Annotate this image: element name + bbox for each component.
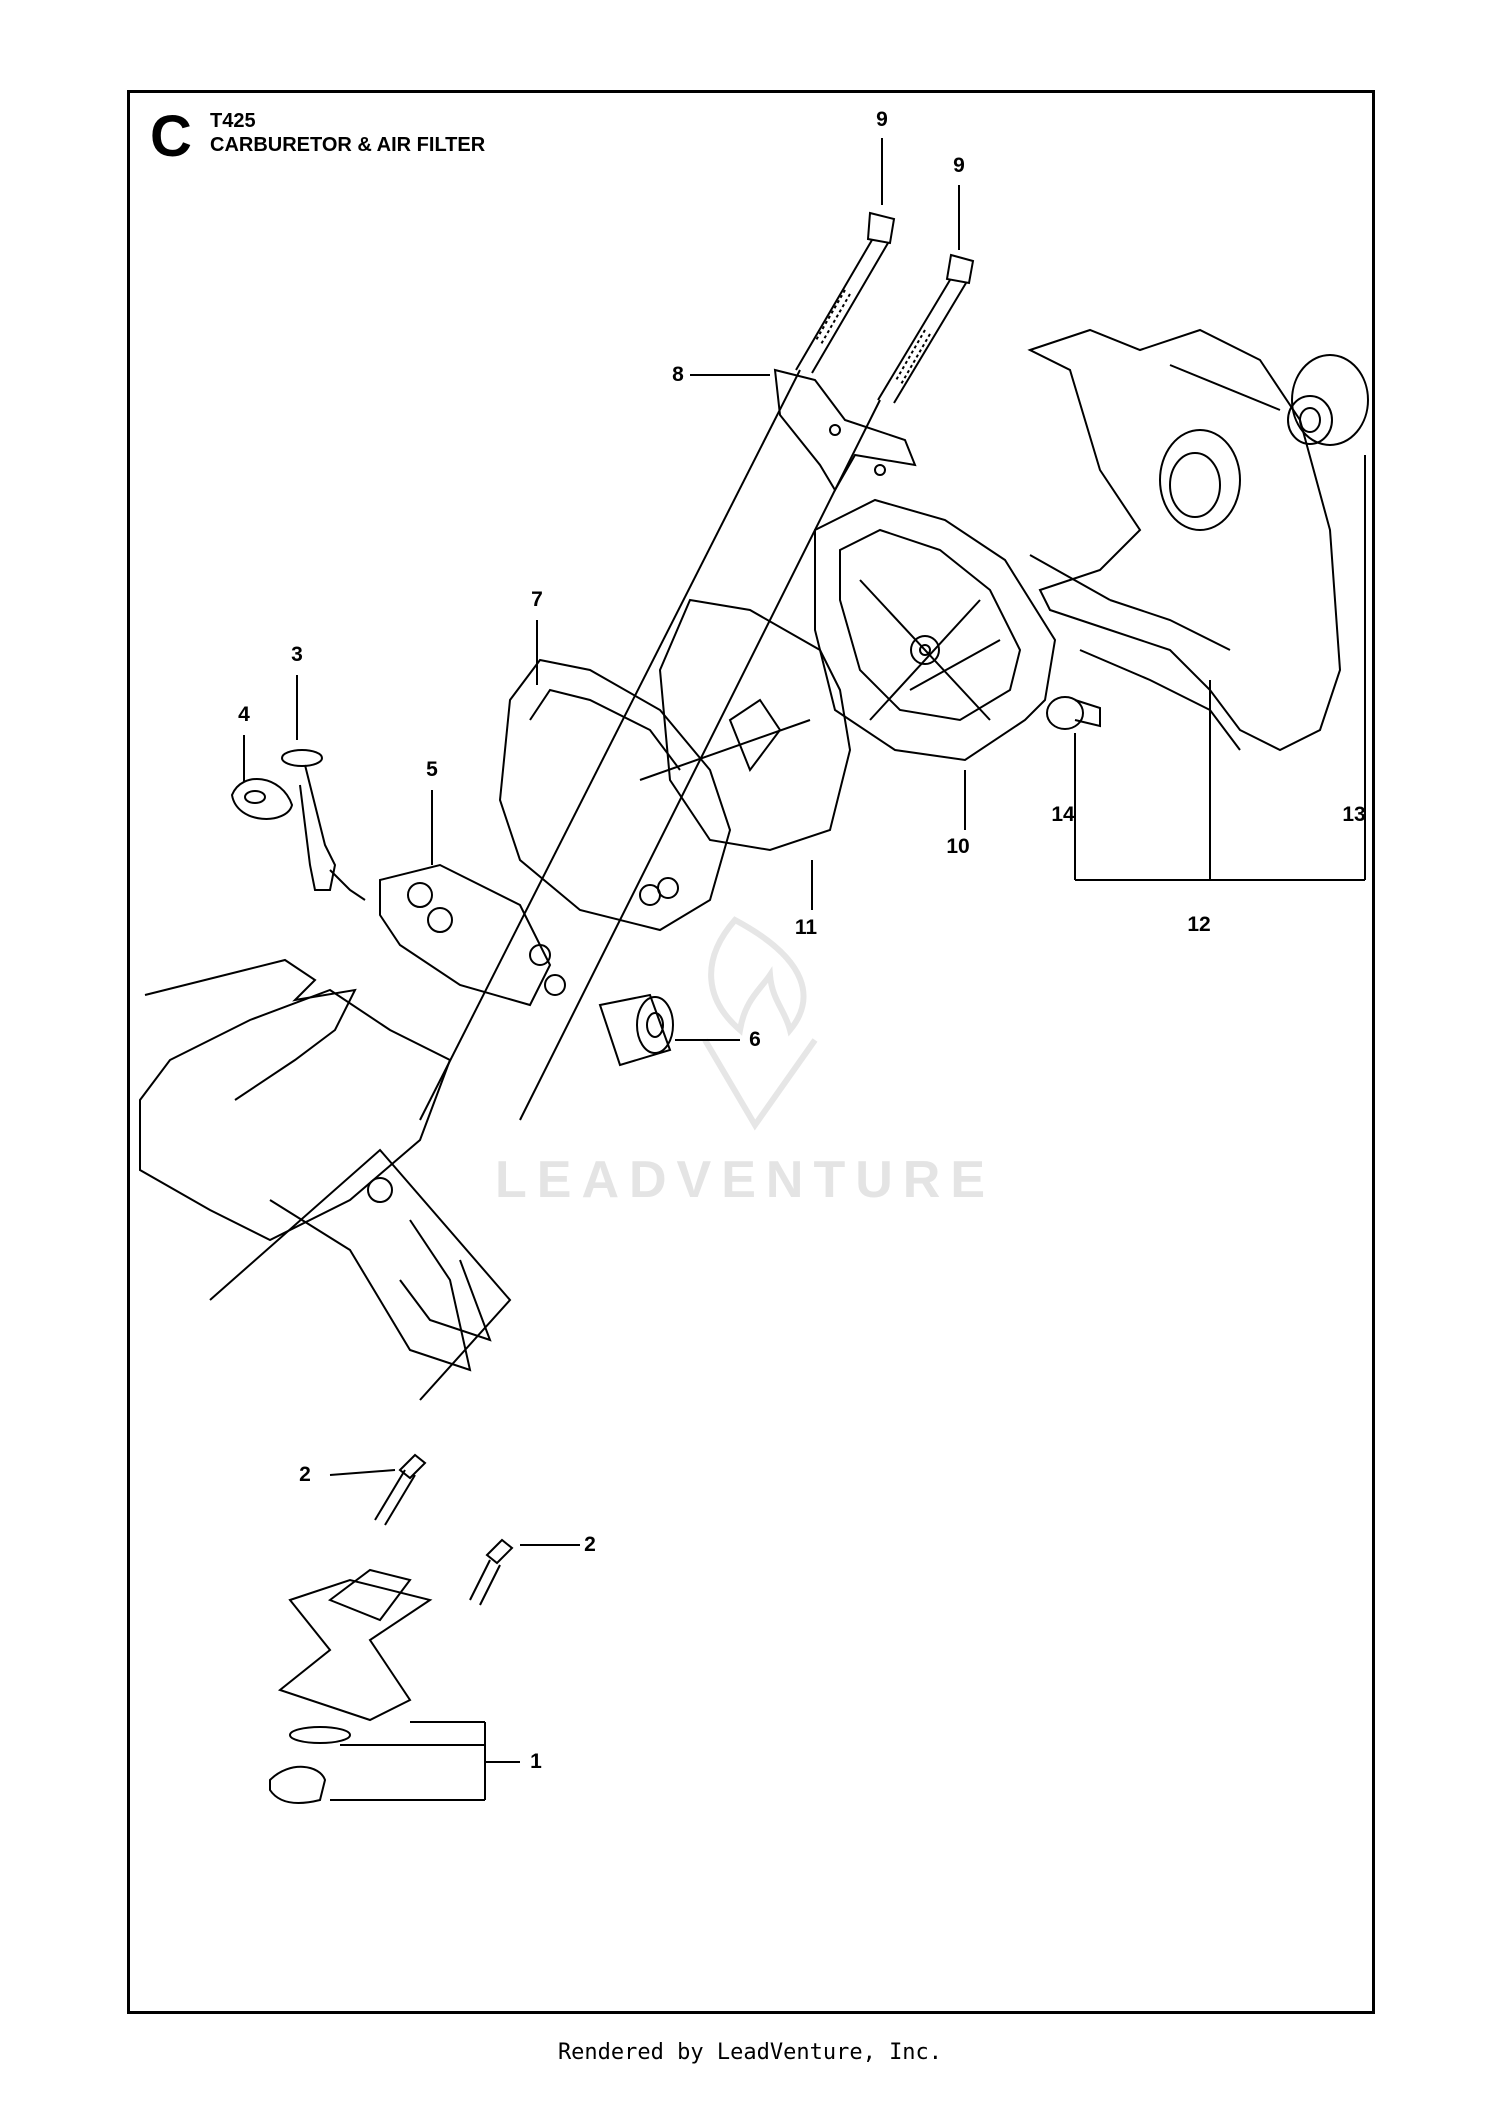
spacer-6 — [598, 993, 674, 1067]
carburetor-5 — [379, 863, 566, 1007]
grommet-4 — [230, 778, 294, 820]
footer-credit: Rendered by LeadVenture, Inc. — [557, 2040, 943, 2065]
plug-14 — [1046, 696, 1101, 730]
callout-5: 5 — [426, 758, 438, 781]
callout-1: 1 — [530, 1750, 542, 1773]
model-number: T425 — [210, 110, 256, 132]
callout-3: 3 — [291, 643, 303, 666]
bolt-9-right — [877, 253, 975, 404]
callout-14: 14 — [1051, 803, 1075, 826]
cover-12 — [1027, 328, 1342, 752]
callout-2-left: 2 — [299, 1463, 311, 1486]
filter-element-11 — [658, 598, 852, 852]
watermark-text: LEADVENTURE — [495, 1151, 996, 1209]
bolt-9-left — [795, 211, 896, 374]
air-filter-housing-7 — [498, 658, 732, 932]
choke-lever-3 — [281, 749, 366, 901]
callout-2-right: 2 — [584, 1533, 596, 1556]
callout-7: 7 — [531, 588, 543, 611]
callout-12: 12 — [1187, 913, 1211, 936]
callout-9-left: 9 — [876, 108, 888, 131]
gasket — [289, 1726, 351, 1744]
engine-housing — [139, 958, 492, 1372]
watermark-logo — [702, 916, 818, 1131]
section-letter: C — [150, 104, 192, 169]
callout-4: 4 — [238, 703, 250, 726]
callout-13: 13 — [1342, 803, 1366, 826]
callout-8: 8 — [672, 363, 684, 386]
callout-6: 6 — [749, 1028, 761, 1051]
bracket-8 — [773, 368, 917, 492]
intake-manifold — [277, 1568, 433, 1722]
diagram-frame — [127, 90, 1375, 2014]
callout-10: 10 — [946, 835, 970, 858]
seal — [269, 1765, 327, 1804]
bolt-2-left — [374, 1453, 427, 1526]
callout-9-right: 9 — [953, 154, 965, 177]
bolt-2-right — [469, 1538, 514, 1606]
air-filter-10 — [814, 498, 1057, 762]
knob-13 — [1287, 354, 1369, 446]
diagram-title: CARBURETOR & AIR FILTER — [210, 134, 486, 156]
callout-11: 11 — [794, 916, 818, 939]
